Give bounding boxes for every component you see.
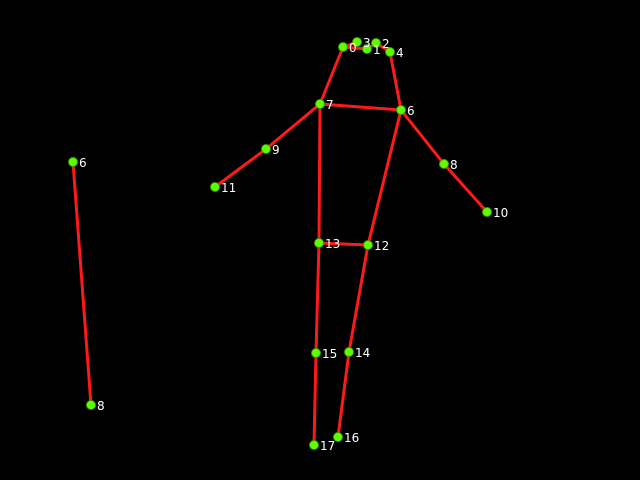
keypoint-k4	[385, 47, 395, 57]
limb-line-k17-k18	[71, 160, 93, 407]
keypoint-label-k10: 11	[221, 181, 236, 195]
keypoint-k9	[482, 207, 492, 217]
keypoint-label-k18: 8	[97, 399, 105, 413]
limb-line-k14-k16	[312, 351, 318, 447]
keypoint-k7	[439, 159, 449, 169]
keypoint-label-k16: 17	[320, 439, 335, 453]
limb-line-k0-k6	[318, 45, 345, 106]
limb-line-k6-k12	[317, 102, 322, 245]
limb-line-k5-k11	[366, 108, 403, 247]
keypoint-label-k1: 1	[373, 43, 381, 57]
limb-line-k8-k10	[213, 147, 268, 189]
keypoint-k3	[352, 37, 362, 47]
keypoint-label-k15: 16	[344, 431, 359, 445]
keypoint-label-k12: 13	[325, 237, 340, 251]
keypoint-label-k11: 12	[374, 239, 389, 253]
limb-line-k12-k11	[317, 241, 370, 247]
keypoint-label-k3: 3	[363, 36, 371, 50]
limb-line-k12-k14	[314, 241, 321, 355]
keypoint-label-k13: 14	[355, 346, 370, 360]
keypoint-k15	[333, 432, 343, 442]
keypoint-k6	[315, 99, 325, 109]
limb-line-k5-k7	[399, 108, 446, 166]
limb-line-k6-k8	[264, 102, 322, 151]
keypoint-label-k14: 15	[322, 347, 337, 361]
keypoint-k5	[396, 105, 406, 115]
keypoint-k16	[309, 440, 319, 450]
keypoint-label-k6: 7	[326, 98, 334, 112]
limb-line-k7-k9	[442, 162, 489, 214]
keypoint-k18	[86, 400, 96, 410]
limb-layer	[71, 40, 489, 447]
keypoint-k2	[371, 38, 381, 48]
keypoint-k13	[344, 347, 354, 357]
keypoint-label-k17: 6	[79, 156, 87, 170]
keypoint-k17	[68, 157, 78, 167]
keypoint-k14	[311, 348, 321, 358]
keypoint-label-k5: 6	[407, 104, 415, 118]
keypoint-label-k0: 0	[349, 41, 357, 55]
keypoint-k1	[362, 44, 372, 54]
keypoint-k10	[210, 182, 220, 192]
keypoint-label-k8: 9	[272, 143, 280, 157]
keypoint-label-k9: 10	[493, 206, 508, 220]
limb-line-k6-k5	[318, 102, 403, 112]
keypoint-k12	[314, 238, 324, 248]
keypoint-label-k7: 8	[450, 158, 458, 172]
keypoint-label-k4: 4	[396, 46, 404, 60]
keypoint-k0	[338, 42, 348, 52]
limb-line-k13-k15	[336, 350, 351, 439]
joint-layer	[68, 37, 492, 450]
limb-line-k4-k5	[388, 50, 403, 112]
keypoint-label-k2: 2	[382, 37, 390, 51]
keypoint-k8	[261, 144, 271, 154]
keypoint-k11	[363, 240, 373, 250]
limb-line-k11-k13	[347, 243, 370, 354]
